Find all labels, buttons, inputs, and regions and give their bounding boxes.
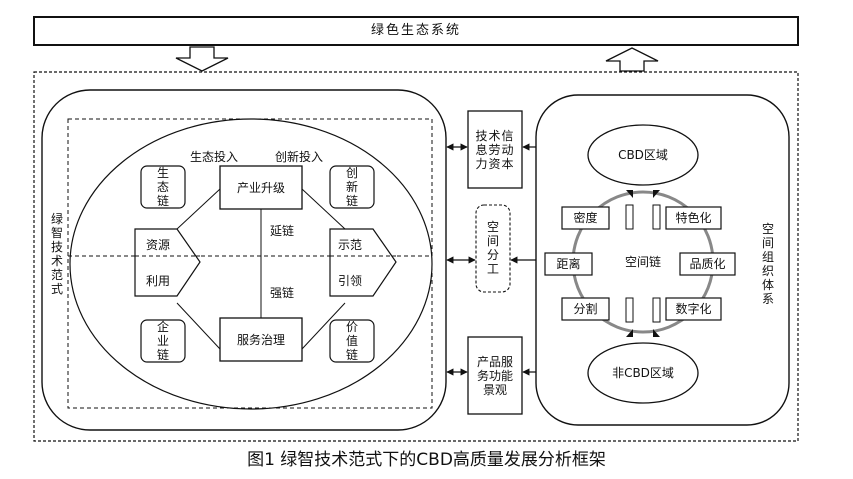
utilization-label: 利用 [146,274,171,288]
resource-label: 资源 [146,238,171,252]
product-label: 产品服务功能景观 [476,354,513,397]
down-hollow-arrow [175,46,229,72]
resource-arrow-shape [134,228,201,297]
demo-arrow-shape [329,228,397,297]
industry-upgrade-box [219,165,303,210]
space-chain-label: 空间链 [624,255,661,269]
quality-box [679,252,736,276]
non-cbd-region-ellipse [587,342,699,404]
value-chain-label: 价值链 [345,320,358,362]
featurization-label: 特色化 [675,211,712,225]
product-box [467,336,523,415]
cbd-region-label: CBD区域 [618,148,668,162]
ecology-input-label: 生态投入 [190,150,239,164]
non-cbd-region-label: 非CBD区域 [612,366,674,380]
density-box [561,206,610,230]
space-division-box [475,204,511,293]
service-governance-label: 服务治理 [236,332,285,347]
tech-info-box [467,110,523,189]
value-chain-box [329,319,375,363]
outer-dashed-frame [33,71,799,442]
right-side-label: 空间组织体系 [761,222,774,306]
left-big-ellipse [69,118,433,410]
industry-upgrade-label: 产业升级 [236,180,285,195]
space-division-label: 空间分工 [486,220,499,276]
innovation-chain-box [329,165,375,209]
demonstration-label: 示范 [338,238,363,252]
division-box [561,297,610,321]
top-banner-box [33,16,799,46]
enterprise-chain-box [140,319,186,363]
service-governance-box [219,317,303,362]
leading-label: 引领 [338,274,363,288]
enterprise-chain-label: 企业链 [156,320,169,362]
density-label: 密度 [573,211,598,225]
figure-caption: 图1 绿智技术范式下的CBD高质量发展分析框架 [247,450,606,470]
extend-chain-label: 延链 [270,224,295,238]
right-panel-box [535,94,790,426]
innovation-input-label: 创新投入 [275,150,324,164]
innovation-chain-label: 创新链 [345,166,358,208]
strengthen-chain-label: 强链 [270,286,295,300]
digitalization-label: 数字化 [675,302,712,316]
distance-box [544,252,593,276]
quality-label: 品质化 [689,257,726,271]
division-label: 分割 [573,302,598,316]
up-hollow-arrow [605,47,659,72]
ecology-chain-label: 生态链 [156,166,169,208]
top-banner-label: 绿色生态系统 [370,23,461,38]
tech-info-label: 技术信息劳动力资本 [475,128,515,171]
left-side-label: 绿智技术范式 [50,212,63,296]
featurization-box [665,206,722,230]
distance-label: 距离 [556,257,581,271]
digitalization-box [665,297,722,321]
ecology-chain-box [140,165,186,209]
cbd-region-ellipse [587,124,699,186]
